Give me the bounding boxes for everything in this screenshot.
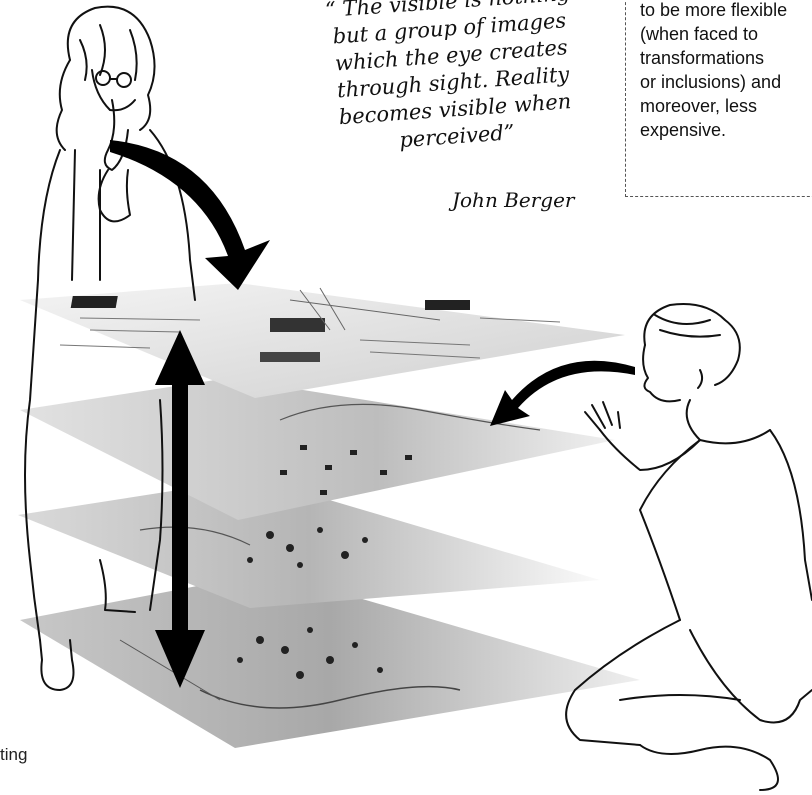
kneeling-woman-figure — [566, 304, 812, 790]
note-line: (when faced to — [640, 22, 812, 46]
note-line: transformations — [640, 46, 812, 70]
note-line: or inclusions) and — [640, 70, 812, 94]
note-line: moreover, less — [640, 94, 812, 118]
cut-off-text-fragment: ting — [0, 745, 27, 765]
quote-author: John Berger — [452, 188, 574, 212]
note-line: to be more flexible — [640, 0, 812, 22]
curved-arrow-icon — [490, 361, 635, 426]
dashed-note-box: to be more flexible (when faced to trans… — [625, 0, 812, 197]
note-line: expensive. — [640, 118, 812, 142]
quote-text-block: “ The visible is nothing but a group of … — [282, 0, 622, 162]
